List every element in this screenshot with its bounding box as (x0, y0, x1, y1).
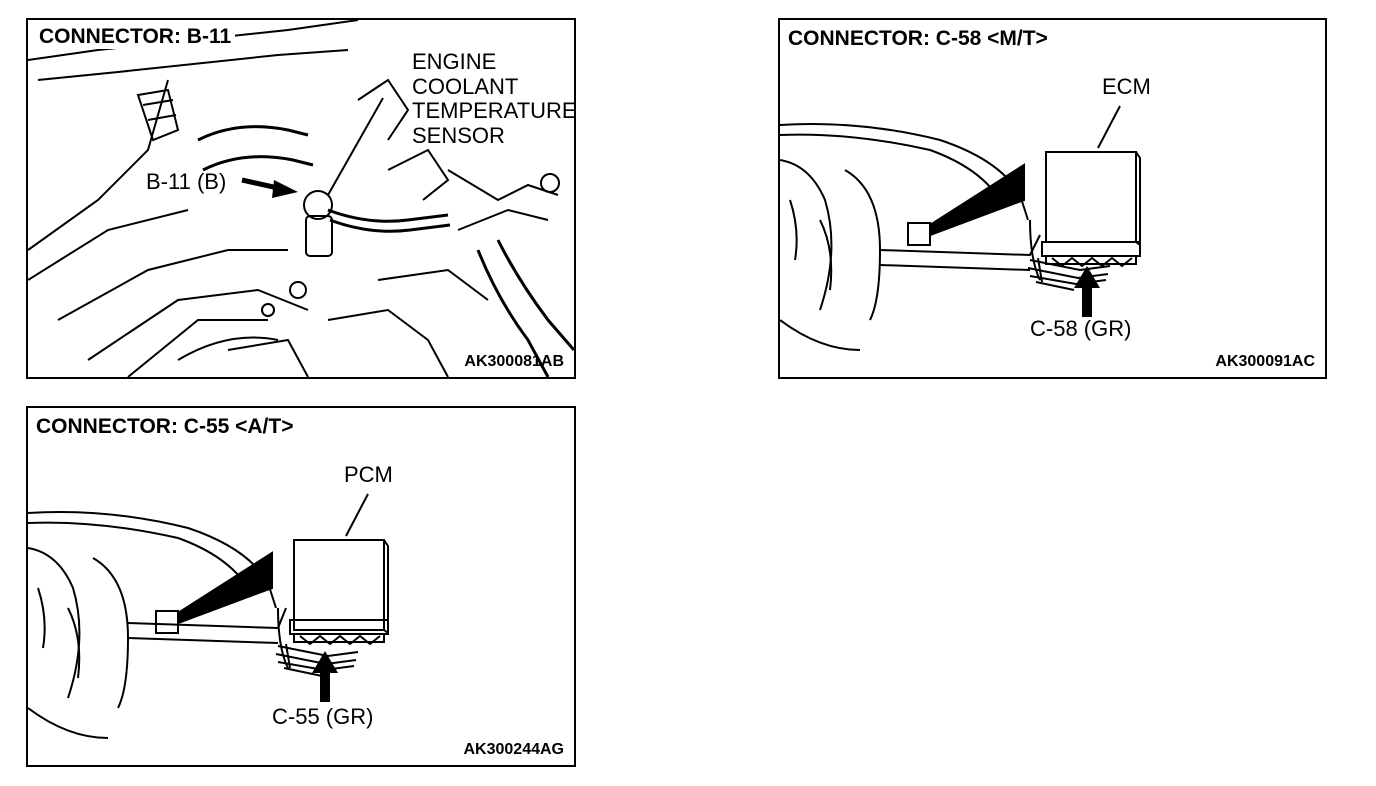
panel-b11: CONNECTOR: B-11 B-11 (B) ENGINE COOLANT … (26, 18, 576, 379)
panel-title: CONNECTOR: C-55 <A/T> (36, 415, 298, 439)
panel-c58: CONNECTOR: C-58 <M/T> ECM C-58 (GR) AK30… (778, 18, 1327, 379)
sensor-label-line: SENSOR (412, 122, 505, 148)
sensor-label-line: ENGINE (412, 49, 497, 74)
figure-code: AK300091AC (1215, 353, 1315, 370)
module-label: ECM (1102, 74, 1151, 99)
panel-title: CONNECTOR: B-11 (39, 25, 236, 49)
panel-c55: CONNECTOR: C-55 <A/T> PCM C-55 (GR) AK30… (26, 406, 576, 767)
connector-label: C-58 (GR) (1030, 316, 1132, 341)
dashboard-ecm-illustration (780, 105, 1141, 351)
figure-code: AK300081AB (464, 353, 564, 370)
sensor-label-line: TEMPERATURE (412, 98, 576, 123)
module-label: PCM (344, 462, 393, 487)
engine-bay-illustration (28, 20, 574, 377)
figure-code: AK300244AG (463, 741, 565, 758)
sensor-label: ENGINE COOLANT TEMPERATURE SENSOR (412, 49, 576, 148)
connector-label: C-55 (GR) (272, 704, 374, 729)
sensor-label-line: COOLANT (412, 73, 519, 99)
dashboard-pcm-illustration (28, 493, 389, 739)
panel-title: CONNECTOR: C-58 <M/T> (788, 27, 1052, 51)
connector-label: B-11 (B) (146, 169, 227, 194)
